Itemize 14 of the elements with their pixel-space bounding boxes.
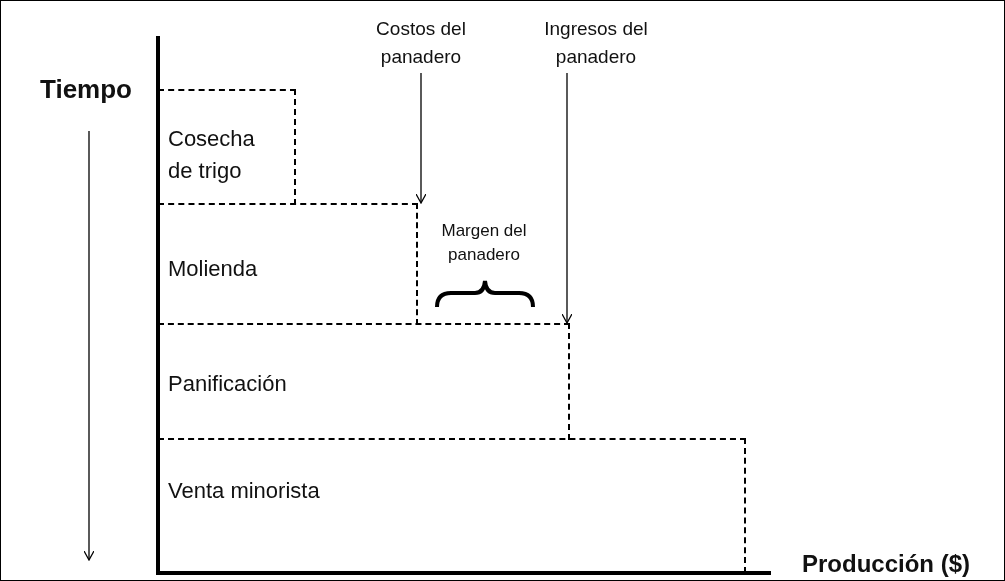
leader-arrow bbox=[561, 72, 573, 324]
stage-region bbox=[158, 89, 296, 205]
stage-region bbox=[158, 438, 746, 573]
stage-region bbox=[158, 203, 418, 325]
stage-region bbox=[158, 323, 570, 440]
stage-label: Venta minorista bbox=[168, 477, 321, 505]
callout-text: Costos del panadero bbox=[351, 15, 491, 71]
axis-title: Producción ($) bbox=[801, 549, 971, 579]
stage-label: Cosecha de trigo bbox=[168, 125, 256, 185]
axis-title: Tiempo bbox=[39, 73, 133, 106]
leader-arrow bbox=[415, 72, 427, 204]
callout-text: Ingresos del panadero bbox=[521, 15, 671, 71]
stage-label: Panificación bbox=[168, 370, 288, 398]
annotation-text: Margen del panadero bbox=[440, 220, 528, 266]
